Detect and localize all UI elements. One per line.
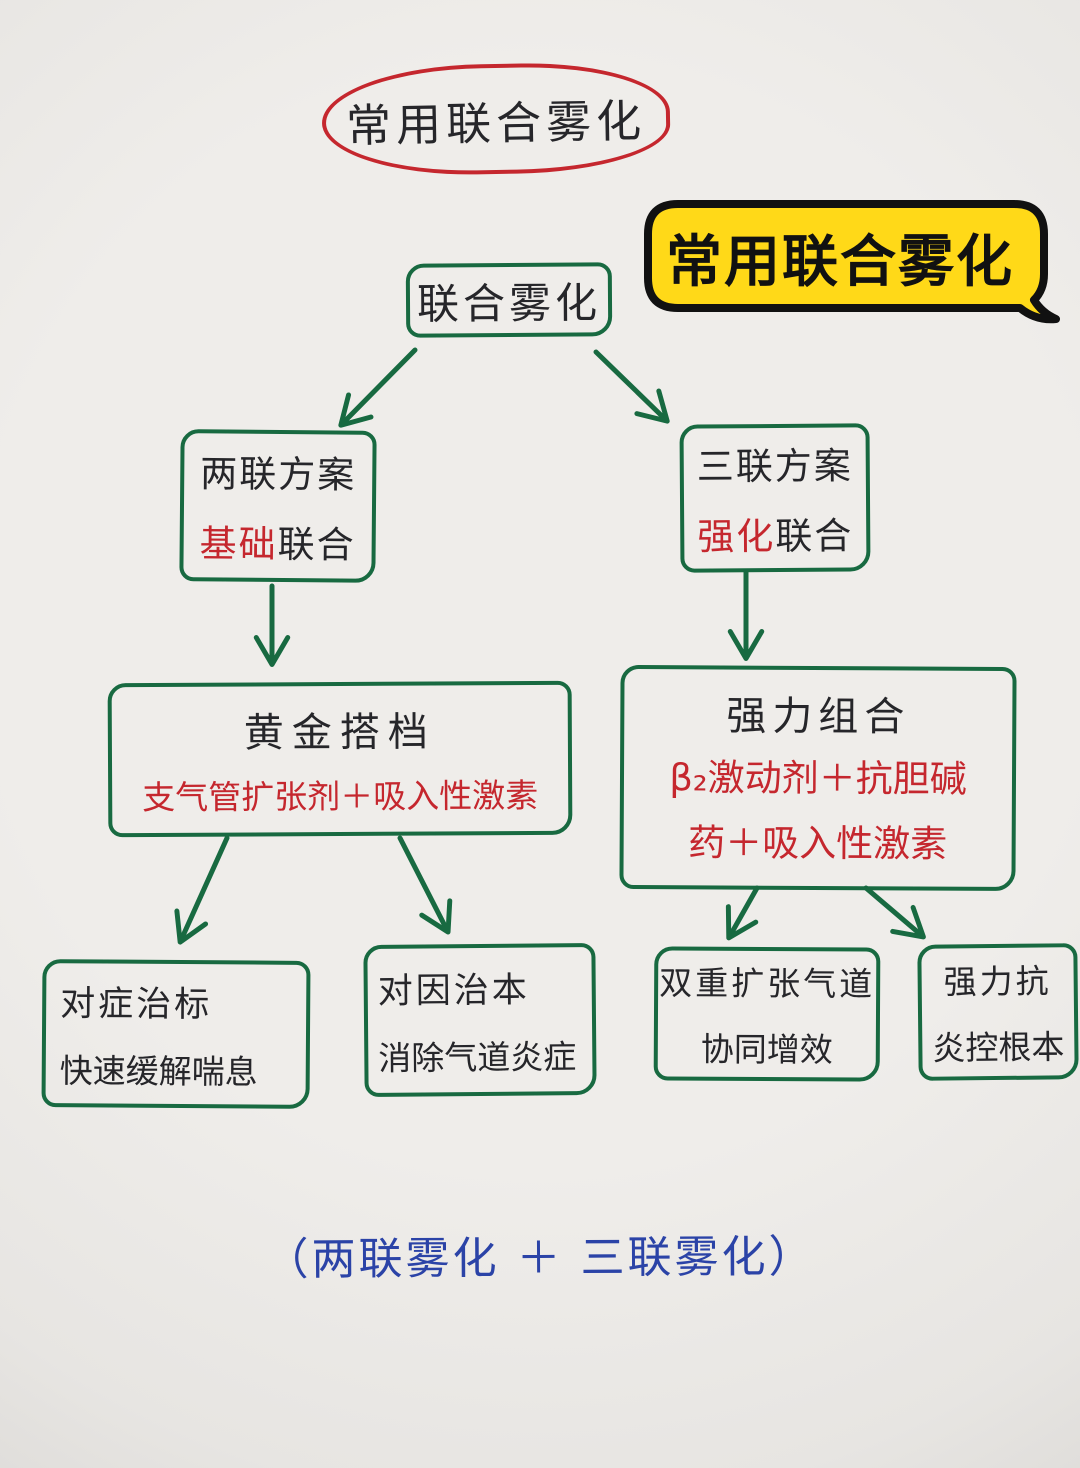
power-combo-formula-line2: 药＋吸入性激素 [688,821,948,866]
arrow-root-to-left-branch [338,347,418,428]
arrow-root-to-right-branch [593,349,670,424]
power-combo-title: 强力组合 [726,693,911,741]
page-title: 常用联合雾化 [345,93,647,153]
dual-plan-title: 两联方案 [200,452,357,497]
node-strong-antiinflammatory: 强力抗 炎控根本 [917,943,1079,1081]
node-root-cause: 对因治本 消除气道炎症 [363,942,597,1098]
dual-plan-highlight: 基础 [199,522,278,566]
arrow-power-combo-to-leaf3 [725,885,760,941]
node-golden-pair: 黄金搭档 支气管扩张剂＋吸入性激素 [107,680,573,838]
triple-plan-title: 三联方案 [696,444,853,489]
root-cause-line2: 消除气道炎症 [378,1036,577,1078]
sticker-title: 常用联合雾化 [666,229,1014,295]
golden-pair-formula: 支气管扩张剂＋吸入性激素 [142,775,539,818]
node-dual-plan: 两联方案 基础联合 [179,429,377,583]
power-combo-formula-line1: β₂激动剂＋抗胆碱 [669,755,967,801]
node-root-label: 联合雾化 [416,277,602,329]
root-cause-line1: 对因治本 [377,970,530,1012]
dual-dilation-line1: 双重扩张气道 [659,963,876,1004]
triple-plan-rest: 联合 [775,514,854,558]
dual-plan-subtitle: 基础联合 [199,513,355,568]
dual-dilation-line2: 协同增效 [700,1029,833,1070]
symptom-relief-line1: 对症治标 [60,983,213,1025]
arrow-golden-pair-to-leaf1 [174,835,230,945]
golden-pair-title: 黄金搭档 [243,709,436,757]
node-power-combo: 强力组合 β₂激动剂＋抗胆碱 药＋吸入性激素 [619,664,1017,892]
dual-plan-rest: 联合 [277,522,356,567]
node-root: 联合雾化 [405,262,613,338]
strong-antiinflammatory-line2: 炎控根本 [932,1027,1065,1068]
arrow-golden-pair-to-leaf2 [397,835,453,935]
triple-plan-subtitle: 强化联合 [697,505,853,560]
strong-antiinflammatory-line1: 强力抗 [943,961,1052,1002]
node-dual-dilation: 双重扩张气道 协同增效 [653,946,881,1082]
triple-plan-highlight: 强化 [697,514,776,559]
speech-bubble-shape [644,200,1060,324]
node-triple-plan: 三联方案 强化联合 [679,423,871,573]
node-symptom-relief: 对症治标 快速缓解喘息 [41,959,311,1109]
arrow-power-combo-to-leaf4 [863,885,926,940]
page-title-red-oval: 常用联合雾化 [321,60,671,178]
bottom-caption: （两联雾化 ＋ 三联雾化） [264,1231,816,1286]
title-sticker: 常用联合雾化 [640,196,1060,328]
symptom-relief-line2: 快速缓解喘息 [59,1050,258,1092]
